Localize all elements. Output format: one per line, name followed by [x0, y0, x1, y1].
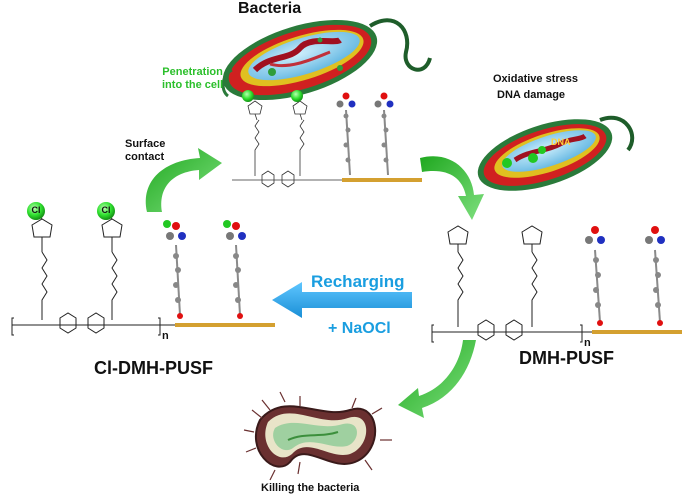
label-killing: Killing the bacteria: [261, 482, 360, 494]
dmh-pusf-structure: [431, 225, 592, 343]
dead-bacterium-icon: [243, 391, 392, 481]
ball-stick-chains-left: [175, 244, 241, 316]
title-bacteria: Bacteria: [238, 0, 302, 17]
cl-label-1: Cl: [31, 205, 41, 215]
label-dmh-pusf: DMH-PUSF: [519, 348, 614, 368]
chlorine-atom-icon: [27, 202, 115, 220]
substrate-bar-left: [175, 323, 275, 327]
substrate-bar-right: [592, 330, 682, 334]
killing-arrow: [398, 340, 476, 418]
top-cl-atoms: [242, 90, 394, 176]
ball-stick-atoms-left: [163, 220, 246, 319]
damaged-bacterium-icon: [477, 115, 635, 191]
label-recharging: Recharging: [311, 272, 405, 291]
cl-label-2: Cl: [101, 205, 111, 215]
label-surface-contact: Surface contact: [125, 138, 166, 163]
oxidative-arrow: [420, 156, 484, 220]
label-dna-damage: DNA damage: [497, 89, 566, 101]
label-cl-dmh-pusf: Cl-DMH-PUSF: [94, 358, 213, 378]
label-oxidative-stress: Oxidative stress: [493, 73, 578, 85]
cl-dmh-pusf-structure: [11, 211, 175, 336]
surface-contact-arrow: [145, 148, 222, 212]
top-polymer-structure: [232, 100, 342, 188]
label-dna-tag: DNA: [551, 137, 571, 147]
label-penetration: Penetration into the cell: [162, 66, 224, 91]
label-naocl: + NaOCl: [328, 320, 391, 337]
substrate-bar-top: [342, 178, 422, 182]
bacterium-icon: [221, 18, 432, 101]
ball-stick-atoms-right: [585, 226, 665, 326]
repeat-n-left: n: [162, 330, 169, 342]
repeat-n-right: n: [584, 337, 591, 349]
recharging-arrow: [272, 282, 412, 318]
